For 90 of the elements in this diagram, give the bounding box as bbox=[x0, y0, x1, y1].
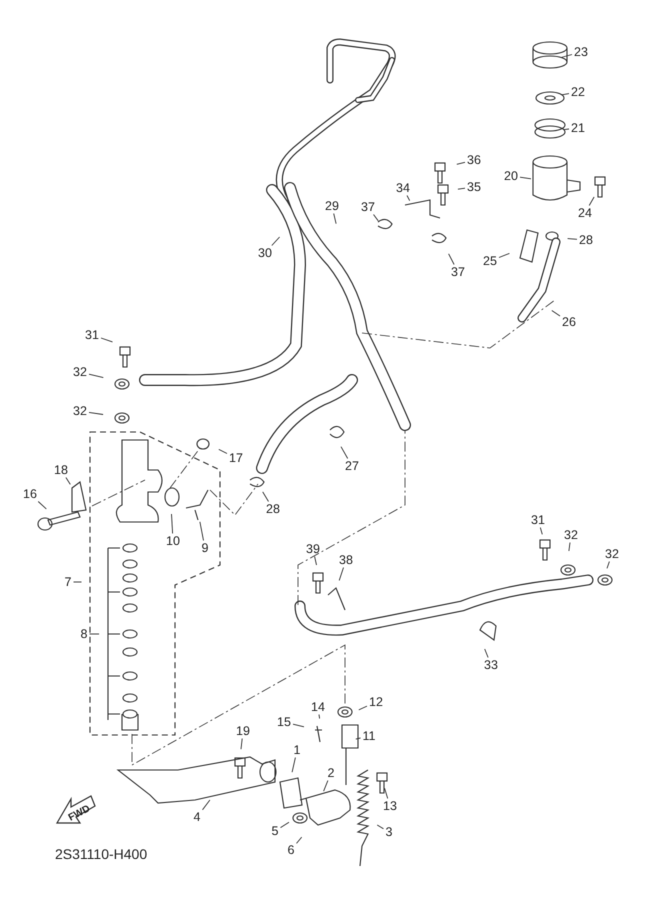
callout-number: 39 bbox=[305, 542, 321, 556]
callout-number: 31 bbox=[530, 514, 546, 526]
leader-line bbox=[560, 54, 572, 58]
leader-line bbox=[520, 176, 532, 180]
callout-number: 38 bbox=[338, 554, 354, 566]
leader-line bbox=[355, 738, 361, 740]
leader-line bbox=[567, 238, 578, 240]
leader-line bbox=[568, 542, 570, 552]
leader-line bbox=[484, 648, 489, 658]
callout-number: 11 bbox=[362, 730, 376, 742]
leader-line bbox=[373, 214, 379, 222]
callout-number: 14 bbox=[310, 700, 326, 714]
leader-line bbox=[65, 477, 71, 485]
leader-line bbox=[323, 780, 328, 792]
callout-number: 24 bbox=[577, 206, 593, 220]
leader-line bbox=[384, 788, 388, 799]
callout-number: 8 bbox=[80, 628, 88, 640]
callout-number: 32 bbox=[72, 366, 88, 378]
callout-number: 29 bbox=[324, 200, 340, 212]
leader-line bbox=[199, 521, 204, 541]
callout-number: 16 bbox=[22, 488, 38, 500]
leader-line bbox=[292, 724, 304, 728]
diagram-code: 2S31110-H400 bbox=[55, 846, 148, 862]
leader-line bbox=[560, 93, 570, 96]
callout-number: 20 bbox=[503, 170, 519, 182]
callout-number: 23 bbox=[573, 46, 589, 58]
leader-line bbox=[314, 556, 317, 566]
leader-line bbox=[88, 374, 104, 378]
leader-line bbox=[448, 253, 455, 265]
callout-number: 35 bbox=[466, 180, 482, 194]
leader-line bbox=[218, 448, 228, 454]
leader-line bbox=[376, 824, 384, 830]
leader-line bbox=[457, 188, 466, 190]
callout-number: 22 bbox=[570, 86, 586, 98]
leader-line bbox=[262, 491, 269, 502]
leader-line bbox=[540, 527, 543, 535]
callout-number: 2 bbox=[326, 766, 336, 780]
leader-line bbox=[406, 195, 410, 202]
callout-number: 27 bbox=[344, 460, 360, 472]
callout-number: 18 bbox=[53, 464, 69, 476]
leader-line bbox=[606, 561, 610, 569]
callout-number: 6 bbox=[286, 844, 296, 856]
leader-line bbox=[358, 706, 368, 710]
callout-number: 4 bbox=[192, 810, 202, 824]
callout-number: 25 bbox=[482, 254, 498, 268]
leader-line bbox=[340, 446, 348, 459]
callout-number: 21 bbox=[570, 122, 586, 134]
callout-number: 26 bbox=[561, 316, 577, 328]
leader-line bbox=[240, 738, 243, 750]
leader-line bbox=[271, 236, 280, 246]
callout-number: 31 bbox=[84, 328, 100, 342]
callout-number: 34 bbox=[395, 182, 411, 194]
callout-number: 32 bbox=[72, 404, 88, 418]
callout-number: 19 bbox=[235, 724, 251, 738]
callout-number: 13 bbox=[382, 800, 398, 812]
leader-line bbox=[296, 836, 302, 844]
leader-line bbox=[280, 822, 290, 828]
callout-number: 28 bbox=[265, 502, 281, 516]
leader-line bbox=[202, 800, 210, 810]
callout-number: 30 bbox=[257, 246, 273, 260]
leader-line bbox=[564, 128, 570, 130]
leader-line bbox=[292, 757, 296, 773]
callout-number: 7 bbox=[64, 576, 72, 588]
callout-number: 10 bbox=[165, 534, 181, 548]
leader-line bbox=[88, 412, 104, 415]
leader-line bbox=[588, 196, 595, 206]
callout-number: 33 bbox=[483, 658, 499, 672]
callout-number: 17 bbox=[228, 452, 244, 464]
leader-line bbox=[100, 338, 113, 342]
callout-number: 36 bbox=[466, 154, 482, 166]
callout-number: 28 bbox=[578, 234, 594, 246]
callout-number: 32 bbox=[604, 548, 620, 560]
callout-number: 32 bbox=[563, 528, 579, 542]
leader-line bbox=[338, 567, 344, 581]
leader-line bbox=[498, 252, 510, 258]
leader-line bbox=[456, 162, 466, 165]
callout-number: 3 bbox=[384, 826, 394, 838]
callout-number: 12 bbox=[368, 696, 384, 708]
leader-line bbox=[38, 501, 47, 510]
callout-number: 37 bbox=[360, 200, 376, 214]
callout-number: 37 bbox=[450, 266, 466, 278]
leader-line bbox=[318, 714, 320, 720]
leader-line bbox=[551, 310, 560, 316]
callout-number: 9 bbox=[200, 542, 210, 554]
leader-line bbox=[333, 213, 337, 224]
direction-label: FWD bbox=[66, 803, 92, 824]
callout-number: 5 bbox=[270, 824, 280, 838]
leader-line bbox=[171, 514, 174, 534]
callout-number: 1 bbox=[292, 744, 302, 756]
callout-number: 15 bbox=[276, 716, 292, 728]
